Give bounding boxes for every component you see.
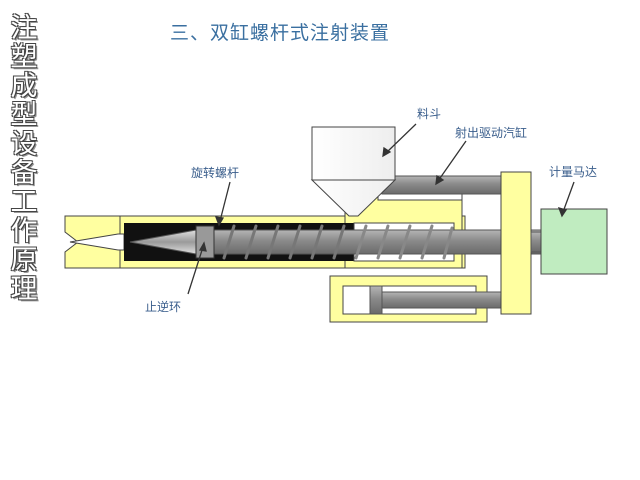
check-ring-label: 止逆环 <box>145 299 181 314</box>
label-arrows <box>187 123 575 295</box>
connecting-plate <box>500 171 532 315</box>
slide-title: 三、双缸螺杆式注射装置 <box>170 22 391 44</box>
metering-motor <box>540 208 608 275</box>
screw-flights <box>222 224 454 260</box>
hopper <box>310 126 397 217</box>
check-ring <box>195 225 215 259</box>
lower-injection-cylinder <box>329 275 505 323</box>
rotating-screw-label: 旋转螺杆 <box>191 165 239 180</box>
side-title: 注塑成型设备工作原理 <box>10 13 38 305</box>
injection-cylinder-label: 射出驱动汽缸 <box>455 125 527 140</box>
metering-motor-label: 计量马达 <box>549 165 597 179</box>
hopper-label: 料斗 <box>417 107 441 121</box>
